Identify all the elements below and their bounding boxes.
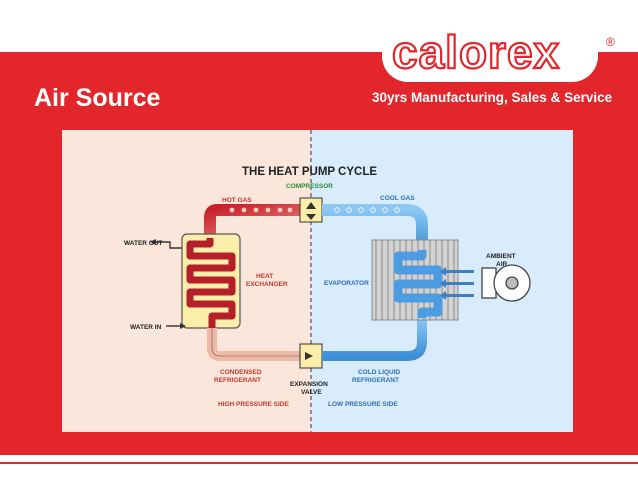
label-ambient: AMBIENT	[486, 253, 516, 260]
compressor-arrow-down-icon	[306, 214, 316, 220]
registered-mark: ®	[606, 35, 615, 49]
water-out-arrow	[156, 241, 182, 249]
expansion-valve-arrow-icon	[305, 352, 313, 360]
ambient-air-arrows	[440, 267, 474, 300]
label-hot-gas: HOT GAS	[222, 197, 252, 204]
heat-pump-cycle-diagram: THE HEAT PUMP CYCLE	[62, 130, 573, 432]
label-evaporator: EVAPORATOR	[324, 280, 369, 287]
condensed-pipe-outline	[211, 328, 300, 357]
label-valve: VALVE	[301, 389, 322, 396]
label-refrigerant-cold: REFRIGERANT	[352, 377, 399, 384]
label-cold-liquid: COLD LIQUID	[358, 369, 401, 376]
label-air: AIR	[496, 261, 508, 268]
water-out-arrowhead	[150, 239, 156, 245]
hot-gas-pipe	[204, 204, 300, 234]
slide-title: Air Source	[34, 84, 161, 112]
company-tagline: 30yrs Manufacturing, Sales & Service	[372, 90, 613, 105]
label-high-pressure-side: HIGH PRESSURE SIDE	[218, 401, 289, 408]
label-condensed: CONDENSED	[220, 369, 262, 376]
label-exchanger: EXCHANGER	[246, 281, 288, 288]
logo-wordmark: calorex	[392, 26, 560, 78]
label-compressor: COMPRESSOR	[286, 183, 333, 190]
heat-exchanger-coil	[186, 238, 236, 328]
diagram-panel: THE HEAT PUMP CYCLE	[62, 130, 573, 432]
cold-liquid-pipe	[322, 318, 427, 361]
label-cool-gas: COOL GAS	[380, 195, 415, 202]
hot-gas-dots	[229, 207, 293, 213]
label-low-pressure-side: LOW PRESSURE SIDE	[328, 401, 398, 408]
compressor-arrow-up-icon	[306, 202, 316, 209]
label-expansion: EXPANSION	[290, 381, 328, 388]
fan-icon	[481, 264, 531, 302]
bottom-strip	[0, 455, 638, 479]
water-in-arrowhead	[180, 323, 186, 329]
cool-gas-dots	[334, 207, 400, 213]
label-water-out: WATER OUT	[124, 240, 163, 247]
label-water-in: WATER IN	[130, 324, 162, 331]
cool-gas-pipe	[322, 204, 428, 250]
label-heat: HEAT	[256, 273, 273, 280]
bottom-red-rule	[0, 462, 638, 464]
label-refrigerant-hot: REFRIGERANT	[214, 377, 261, 384]
diagram-title: THE HEAT PUMP CYCLE	[242, 166, 377, 178]
evaporator-coil	[393, 250, 443, 318]
calorex-logo: calorex ®	[382, 24, 615, 82]
